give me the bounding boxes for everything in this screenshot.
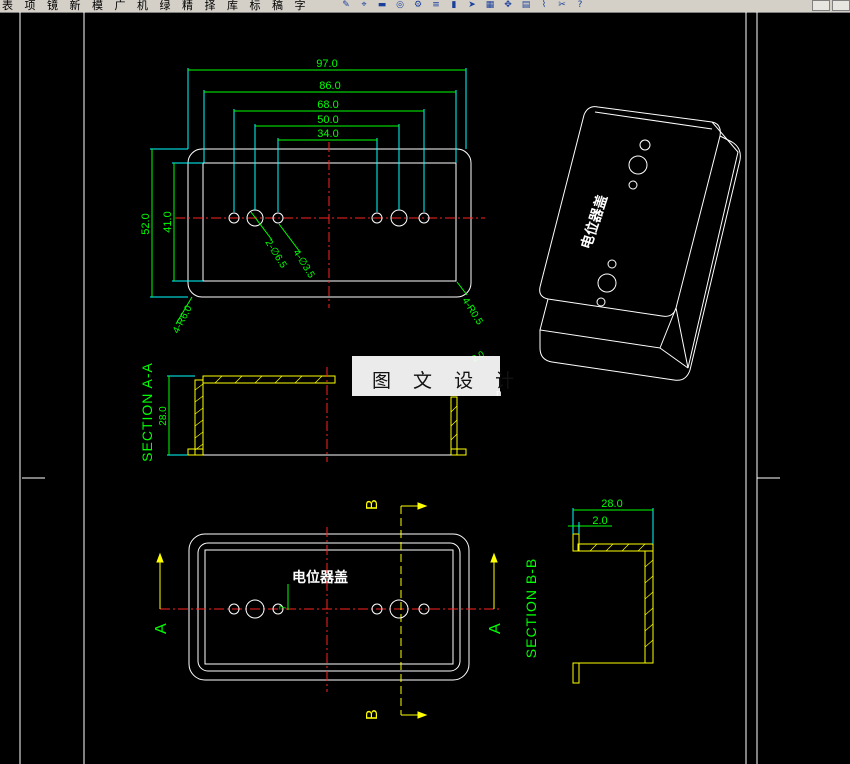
- dim-41: 41.0: [162, 211, 174, 232]
- watermark-text: 图 文 设 计: [372, 370, 523, 392]
- help-icon[interactable]: ?: [577, 0, 583, 10]
- hole-small-2: [272, 212, 284, 224]
- section-bb-label: SECTION B-B: [523, 558, 539, 658]
- menu-bar-text[interactable]: 表 项 镜 新 模 广 机 绿 精 择 库 标 稿 字: [2, 0, 310, 12]
- section-bb-view: 28.0 2.0 SECTION B-B: [523, 498, 654, 684]
- circle-icon[interactable]: ◎: [396, 0, 404, 10]
- cad-toolbar: 表 项 镜 新 模 广 机 绿 精 择 库 标 稿 字 ✎ ⌖ ▬ ◎ ⚙ ≡ ▮ ➤ ▦ ✥ ▤ ⌇…: [0, 0, 850, 13]
- section-aa-view: 28.0 2.0 SECTION A-A: [139, 349, 486, 462]
- hole-small-4: [418, 212, 430, 224]
- cut-label-b-top: B: [364, 499, 381, 510]
- move-icon[interactable]: ✥: [504, 0, 512, 10]
- pencil-icon[interactable]: ✎: [342, 0, 350, 10]
- print-icon[interactable]: ▤: [521, 0, 531, 10]
- front-hole-3: [272, 603, 284, 615]
- note-radius-outer: 4-R6.0: [171, 303, 195, 335]
- front-view-inner: [197, 542, 461, 672]
- section-bb-flange-bottom: [572, 662, 580, 684]
- note-holes-small: 4-∅3.5: [290, 248, 316, 281]
- brush-icon[interactable]: ⌇: [541, 0, 547, 10]
- iso-rim: [675, 121, 739, 369]
- section-bb-flange-top: [572, 533, 580, 552]
- front-hole-1: [228, 603, 240, 615]
- dim-68: 68.0: [317, 99, 338, 111]
- front-view-outer: [188, 533, 470, 681]
- ruler-icon[interactable]: ▬: [377, 0, 387, 10]
- tool-icon[interactable]: ✂: [558, 0, 566, 10]
- front-view-inner2: [204, 549, 454, 665]
- cad-drawing-canvas[interactable]: 97.0 86.0 68.0 50.0 34.0 52.0 41.0 2-∅6.…: [0, 12, 850, 764]
- section-bb-top: [577, 543, 654, 552]
- window-controls: [812, 0, 850, 12]
- pin-icon[interactable]: ⌖: [361, 0, 367, 10]
- dim-50: 50.0: [317, 114, 338, 126]
- section-aa-label: SECTION A-A: [139, 362, 155, 462]
- iso-top-face: [539, 106, 721, 317]
- section-aa-dim-height: 28.0: [158, 406, 169, 426]
- hole-small-3: [371, 212, 383, 224]
- section-bb-dim-wall: 2.0: [592, 515, 607, 527]
- section-bb-dim-top: 28.0: [601, 498, 622, 510]
- toolbar-icons: ✎ ⌖ ▬ ◎ ⚙ ≡ ▮ ➤ ▦ ✥ ▤ ⌇ ✂?: [340, 0, 586, 12]
- minimize-button[interactable]: [812, 0, 830, 11]
- front-view-dim-small: 7: [278, 605, 288, 610]
- dim-97: 97.0: [316, 58, 337, 70]
- top-view: 97.0 86.0 68.0 50.0 34.0 52.0 41.0 2-∅6.…: [140, 58, 485, 335]
- cut-label-a-left: A: [153, 623, 170, 634]
- front-hole-4: [371, 603, 383, 615]
- hole-small-1: [228, 212, 240, 224]
- front-hole-6: [418, 603, 430, 615]
- pointer-icon[interactable]: ➤: [468, 0, 476, 10]
- section-aa-wall-right: [450, 396, 458, 456]
- section-aa-foot-right: [450, 448, 467, 456]
- iso-part-label: 电位器盖: [578, 193, 611, 252]
- watermark-box: [352, 356, 500, 396]
- restore-button[interactable]: [832, 0, 850, 11]
- cut-label-b-bottom: B: [364, 709, 381, 720]
- front-view: 7 电位器盖 A A B B: [153, 499, 504, 720]
- note-radius-inner: 4-R0.5: [459, 296, 484, 328]
- note-holes-large: 2-∅6.5: [262, 238, 288, 271]
- section-aa-foot-left: [187, 448, 204, 456]
- front-view-part-label: 电位器盖: [292, 569, 348, 586]
- drawing-frame: [19, 12, 780, 764]
- dim-34: 34.0: [317, 128, 338, 140]
- section-aa-top: [202, 375, 336, 384]
- iso-base-edge: [539, 298, 677, 349]
- grid-icon[interactable]: ▦: [485, 0, 495, 10]
- front-hole-5: [389, 599, 409, 619]
- dim-52: 52.0: [140, 213, 152, 234]
- front-hole-2: [245, 599, 265, 619]
- iso-flange: [539, 135, 741, 381]
- cut-label-a-right: A: [487, 623, 504, 634]
- layer-icon[interactable]: ≡: [432, 0, 440, 10]
- section-aa-wall-left: [194, 379, 204, 456]
- dim-86: 86.0: [319, 80, 340, 92]
- watermark-sub: n: [496, 389, 502, 399]
- settings-icon[interactable]: ⚙: [413, 0, 423, 10]
- bar-icon[interactable]: ▮: [451, 0, 457, 10]
- iso-view: 电位器盖: [539, 106, 741, 381]
